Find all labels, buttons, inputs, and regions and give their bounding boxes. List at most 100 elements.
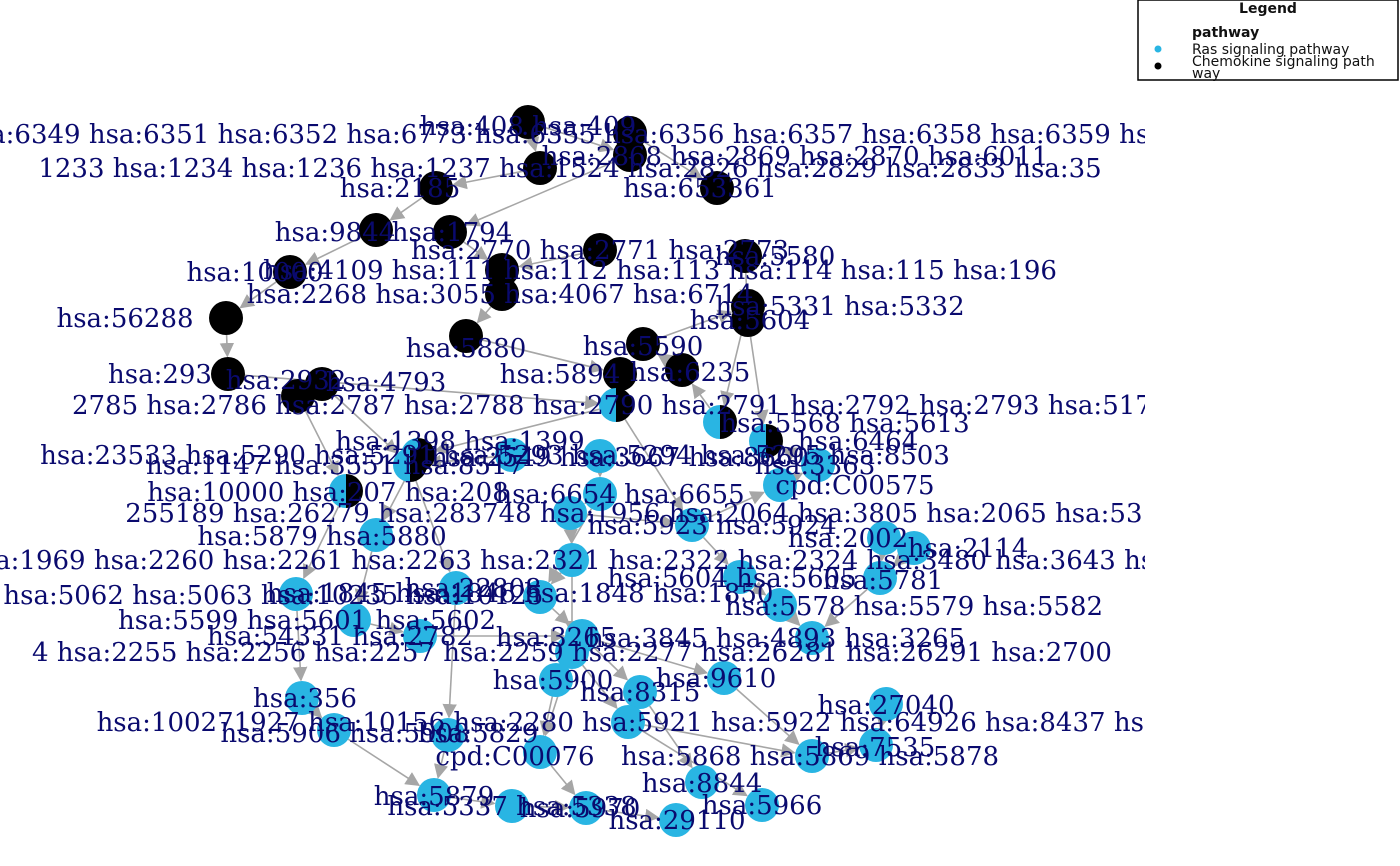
edge-n24-n27 [434, 408, 600, 455]
node-n10[interactable] [728, 239, 762, 273]
node-n42[interactable] [439, 571, 473, 605]
node-n28[interactable] [393, 448, 427, 482]
edge-n34-n31 [707, 491, 765, 519]
node-n36[interactable] [897, 531, 931, 565]
node-circle [419, 171, 453, 205]
node-n5[interactable] [700, 171, 734, 205]
edge-n62-n63 [602, 808, 660, 824]
node-n68[interactable] [583, 439, 617, 473]
node-n21[interactable] [211, 357, 245, 391]
node-n43[interactable] [337, 603, 371, 637]
edge-n38-n41 [750, 581, 767, 596]
node-n30[interactable] [329, 474, 363, 508]
node-n11[interactable] [273, 255, 307, 289]
node-n51[interactable] [869, 687, 903, 721]
node-circle [565, 619, 599, 653]
node-circle [273, 255, 307, 289]
node-label-n3: hsa:2868 hsa:2869 hsa:2870 hsa:6011 [542, 142, 1049, 172]
edge-n23-n28 [333, 394, 398, 454]
node-n56[interactable] [795, 739, 829, 773]
node-circle [485, 277, 519, 311]
node-label-n52: hsa:100271927 hsa:10156 hsa:2280 hsa:592… [97, 708, 1160, 738]
node-n3[interactable] [613, 138, 647, 172]
node-half-chemokine [766, 424, 783, 458]
node-n19[interactable] [603, 357, 637, 391]
node-n35[interactable] [867, 521, 901, 555]
node-n8[interactable] [433, 215, 467, 249]
node-n53[interactable] [317, 713, 351, 747]
node-n39[interactable] [863, 561, 897, 595]
node-n15[interactable] [731, 303, 765, 337]
node-n61[interactable] [495, 789, 529, 823]
node-n24[interactable] [599, 388, 633, 422]
node-n47[interactable] [539, 663, 573, 697]
node-n23[interactable] [305, 367, 339, 401]
node-n38[interactable] [723, 560, 757, 594]
node-n64[interactable] [795, 621, 829, 655]
node-circle [511, 105, 545, 139]
node-half-ras [599, 388, 616, 422]
node-label-n66: hsa:1398 hsa:1399 [335, 427, 584, 457]
edge-n67-n46 [551, 607, 570, 625]
node-n34[interactable] [675, 508, 709, 542]
node-n48[interactable] [623, 675, 657, 709]
node-n18[interactable] [626, 327, 660, 361]
node-n62[interactable] [569, 791, 603, 825]
node-n50[interactable] [285, 681, 319, 715]
node-n25[interactable] [703, 405, 737, 439]
node-n59[interactable] [417, 778, 451, 812]
node-label-n46: hsa:3265 [496, 623, 617, 653]
node-n2[interactable] [523, 151, 557, 185]
node-circle [495, 789, 529, 823]
node-n41[interactable] [763, 588, 797, 622]
node-n26[interactable] [749, 424, 783, 458]
node-n20[interactable] [665, 353, 699, 387]
node-circle [317, 713, 351, 747]
node-n6[interactable] [419, 171, 453, 205]
edge-n17-n19 [482, 339, 604, 374]
node-n58[interactable] [685, 765, 719, 799]
node-n12[interactable] [485, 253, 519, 287]
node-n60[interactable] [745, 788, 779, 822]
node-label-n58: hsa:8844 [642, 769, 763, 799]
edge-n33-n43 [354, 551, 373, 604]
edge-n32-n34 [586, 513, 676, 530]
node-n9[interactable] [583, 233, 617, 267]
node-n63[interactable] [659, 803, 693, 837]
edge-n4-n3 [543, 126, 615, 153]
node-n52[interactable] [611, 705, 645, 739]
node-n17[interactable] [449, 319, 483, 353]
node-n13[interactable] [485, 277, 519, 311]
node-n29[interactable] [801, 448, 835, 482]
edge-n14-n25 [720, 322, 745, 406]
node-label-n28: hsa:1147 hsa:3551 hsa:8517 [146, 451, 524, 481]
node-label-n30: hsa:10000 hsa:207 hsa:208 [147, 478, 509, 508]
node-n67[interactable] [523, 580, 557, 614]
node-label-n11: hsa:10000 [186, 258, 323, 288]
node-label-n5: hsa:653361 [623, 174, 777, 204]
node-half-ras [703, 405, 720, 439]
node-n49[interactable] [707, 661, 741, 695]
node-n33[interactable] [359, 518, 393, 552]
node-n37[interactable] [555, 543, 589, 577]
node-label-n20: hsa:6235 [630, 358, 751, 388]
node-label-n65: hsa:6654 hsa:6655 [495, 480, 744, 510]
node-n55[interactable] [523, 735, 557, 769]
node-n54[interactable] [431, 718, 465, 752]
node-n46[interactable] [565, 619, 599, 653]
edge-n41-n64 [785, 610, 801, 627]
node-n66[interactable] [495, 438, 529, 472]
node-n16[interactable] [209, 301, 243, 335]
node-circle [763, 588, 797, 622]
node-label-n47: hsa:5900 [493, 666, 614, 696]
node-n7[interactable] [359, 213, 393, 247]
node-n40[interactable] [279, 577, 313, 611]
node-n65[interactable] [583, 477, 617, 511]
node-n44[interactable] [403, 619, 437, 653]
node-n31[interactable] [763, 468, 797, 502]
node-label-n1: hsa:6349 hsa:6351 hsa:6352 hsa:6773 hsa:… [0, 120, 1190, 150]
node-n32[interactable] [553, 496, 587, 530]
node-n57[interactable] [859, 728, 893, 762]
node-n4[interactable] [511, 105, 545, 139]
edge-n46-n49 [598, 640, 709, 677]
